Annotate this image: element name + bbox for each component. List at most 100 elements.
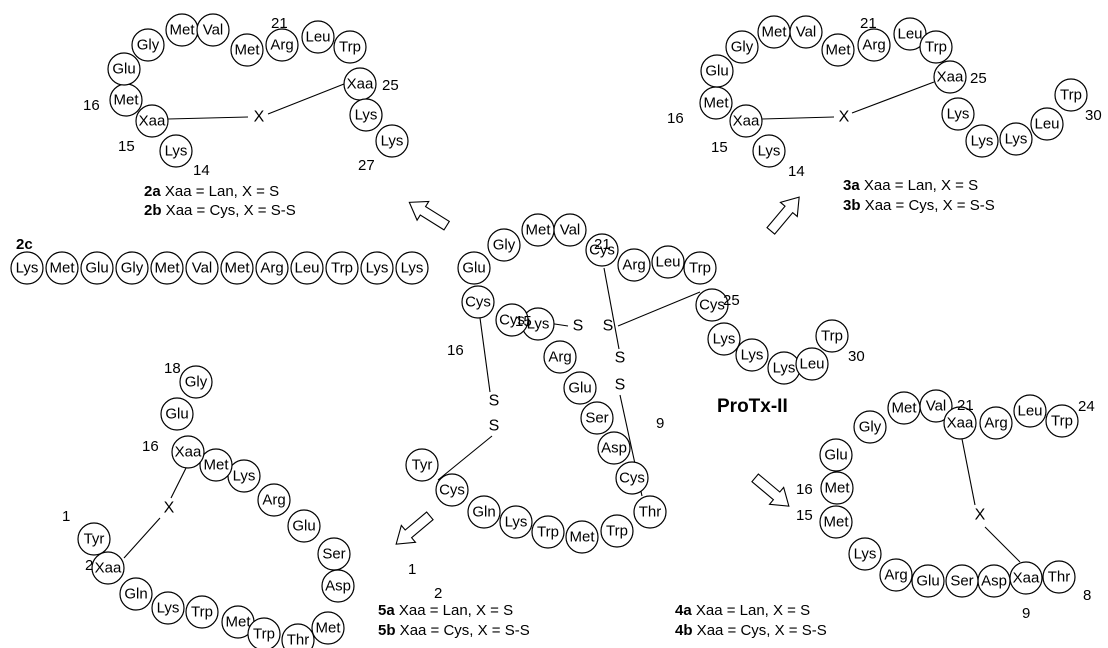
residue-label: Val	[192, 260, 213, 277]
p2-caption-a: 2a Xaa = Lan, X = S	[144, 183, 279, 200]
p4-residue: Ser	[945, 564, 979, 598]
residue-label: Gly	[137, 37, 160, 54]
p5-residue: Lys	[151, 591, 185, 625]
p2-residue: Gly	[131, 28, 165, 62]
residue-circle	[933, 60, 967, 94]
main-residue-number: 16	[447, 342, 464, 359]
p3-residue-number: 16	[667, 110, 684, 127]
p3-residue: Glu	[700, 54, 734, 88]
residue-label: Xaa	[947, 415, 974, 432]
residue-circle	[597, 431, 631, 465]
residue-label: Lys	[773, 360, 796, 377]
residue-label: Met	[824, 480, 850, 497]
residue-label: Lys	[854, 546, 877, 563]
main-residue: Trp	[531, 515, 565, 549]
residue-label: Trp	[191, 604, 213, 621]
residue-label: Lys	[947, 106, 970, 123]
residue-circle	[265, 28, 299, 62]
p4-residue: Glu	[911, 564, 945, 598]
main-residue-number: 21	[594, 236, 611, 253]
p3-residue: Met	[699, 86, 733, 120]
main-residue: Glu	[563, 371, 597, 405]
residue-circle	[585, 233, 619, 267]
residue-circle	[729, 104, 763, 138]
residue-circle	[919, 30, 953, 64]
residue-circle	[945, 564, 979, 598]
p3-residue-number: 15	[711, 139, 728, 156]
residue-circle	[919, 389, 953, 423]
residue-label: Cys	[499, 312, 525, 329]
residue-label: Trp	[339, 39, 361, 56]
residue-circle	[600, 514, 634, 548]
residue-label: Leu	[1017, 403, 1042, 420]
p2c-residue: Met	[150, 251, 184, 285]
residue-circle	[633, 495, 667, 529]
p2-residue: Xaa	[135, 104, 169, 138]
p4-caption-a: 4a Xaa = Lan, X = S	[675, 602, 810, 619]
p5-bridge	[170, 467, 187, 499]
residue-circle	[1013, 394, 1047, 428]
main-residue: Asp	[597, 431, 631, 465]
p2-residue-number: 27	[358, 157, 375, 174]
main-residue: Leu	[651, 245, 685, 279]
main-residue: Thr	[633, 495, 667, 529]
p3-residue-number: 25	[970, 70, 987, 87]
residue-circle	[735, 338, 769, 372]
residue-label: Arg	[984, 415, 1007, 432]
residue-circle	[257, 483, 291, 517]
main-residue: Ser	[580, 401, 614, 435]
p2-residue-number: 16	[83, 97, 100, 114]
residue-circle	[580, 401, 614, 435]
p2c-residue: Leu	[290, 251, 324, 285]
p3-residue: Lys	[752, 134, 786, 168]
reaction-arrow	[766, 196, 800, 235]
main-residue: Gly	[487, 228, 521, 262]
residue-circle	[333, 30, 367, 64]
main-residue-number: 30	[848, 348, 865, 365]
main-residue: Cys	[585, 233, 619, 267]
main-residue: Trp	[815, 319, 849, 353]
p2-bridge	[167, 116, 249, 120]
p4-residue: Met	[820, 471, 854, 505]
p5-residue: Gln	[119, 577, 153, 611]
residue-circle	[255, 251, 289, 285]
residue-circle	[457, 251, 491, 285]
residue-label: Ser	[950, 573, 973, 590]
residue-circle	[171, 435, 205, 469]
residue-label: Lys	[157, 600, 180, 617]
residue-circle	[815, 319, 849, 353]
residue-label: Xaa	[347, 76, 374, 93]
p4-residue-number: 9	[1022, 605, 1030, 622]
residue-circle	[1054, 78, 1088, 112]
p4-residue: Met	[819, 505, 853, 539]
p5-residue: Xaa	[171, 435, 205, 469]
residue-circle	[467, 495, 501, 529]
p2-caption-b: 2b Xaa = Cys, X = S-S	[144, 202, 296, 219]
residue-label: Arg	[622, 257, 645, 274]
residue-label: Trp	[606, 523, 628, 540]
residue-label: Lys	[527, 316, 550, 333]
main-residue: Val	[553, 213, 587, 247]
p5-residue: Asp	[321, 569, 355, 603]
residue-label: Met	[703, 95, 729, 112]
p5-bridge-label: X	[164, 500, 175, 517]
residue-label: Val	[560, 222, 581, 239]
residue-circle	[879, 558, 913, 592]
p5-residue: Lys	[227, 459, 261, 493]
sulfur-label: S	[489, 418, 500, 435]
residue-circle	[160, 397, 194, 431]
residue-circle	[1042, 560, 1076, 594]
diagram-title: ProTx-II	[717, 396, 788, 417]
residue-label: Arg	[270, 37, 293, 54]
p3-bridge	[761, 116, 835, 120]
p2-residue: Val	[196, 13, 230, 47]
residue-label: Thr	[287, 632, 310, 648]
residue-label: Met	[224, 260, 250, 277]
residue-circle	[853, 410, 887, 444]
residue-circle	[1045, 404, 1079, 438]
p2-residue: Met	[109, 83, 143, 117]
residue-label: Met	[569, 529, 595, 546]
residue-circle	[821, 33, 855, 67]
main-residue: Cys	[435, 473, 469, 507]
